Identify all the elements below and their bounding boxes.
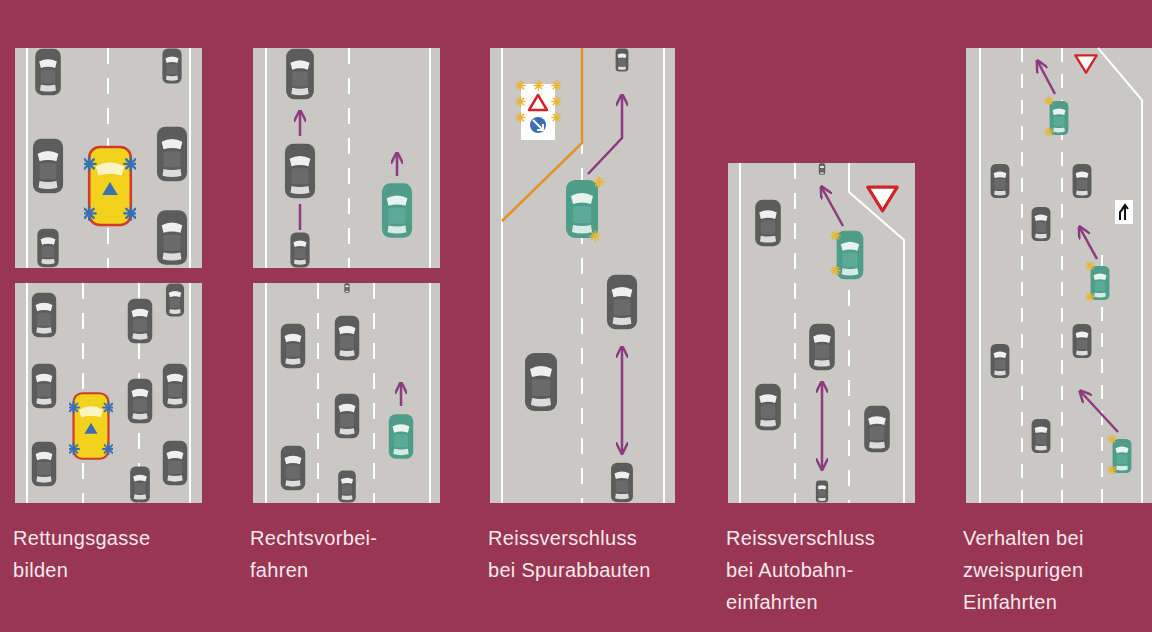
panel-caption: Reissverschluss bei Autobahn- einfahrten (726, 522, 900, 618)
panel-spurabbau (490, 48, 675, 503)
panel-rechtsvorbeifahren (253, 48, 440, 503)
panel-caption: Rechtsvorbei- fahren (250, 522, 410, 586)
panel-caption: Reissverschluss bei Spurabbauten (488, 522, 662, 586)
panel-autobahneinfahrt (728, 163, 915, 503)
panel-rettungsgasse (15, 48, 202, 503)
panel-caption: Verhalten bei zweispurigen Einfahrten (963, 522, 1143, 618)
panel-caption: Rettungsgasse bilden (13, 522, 188, 586)
panel-zweispurige-einfahrt (966, 48, 1152, 503)
